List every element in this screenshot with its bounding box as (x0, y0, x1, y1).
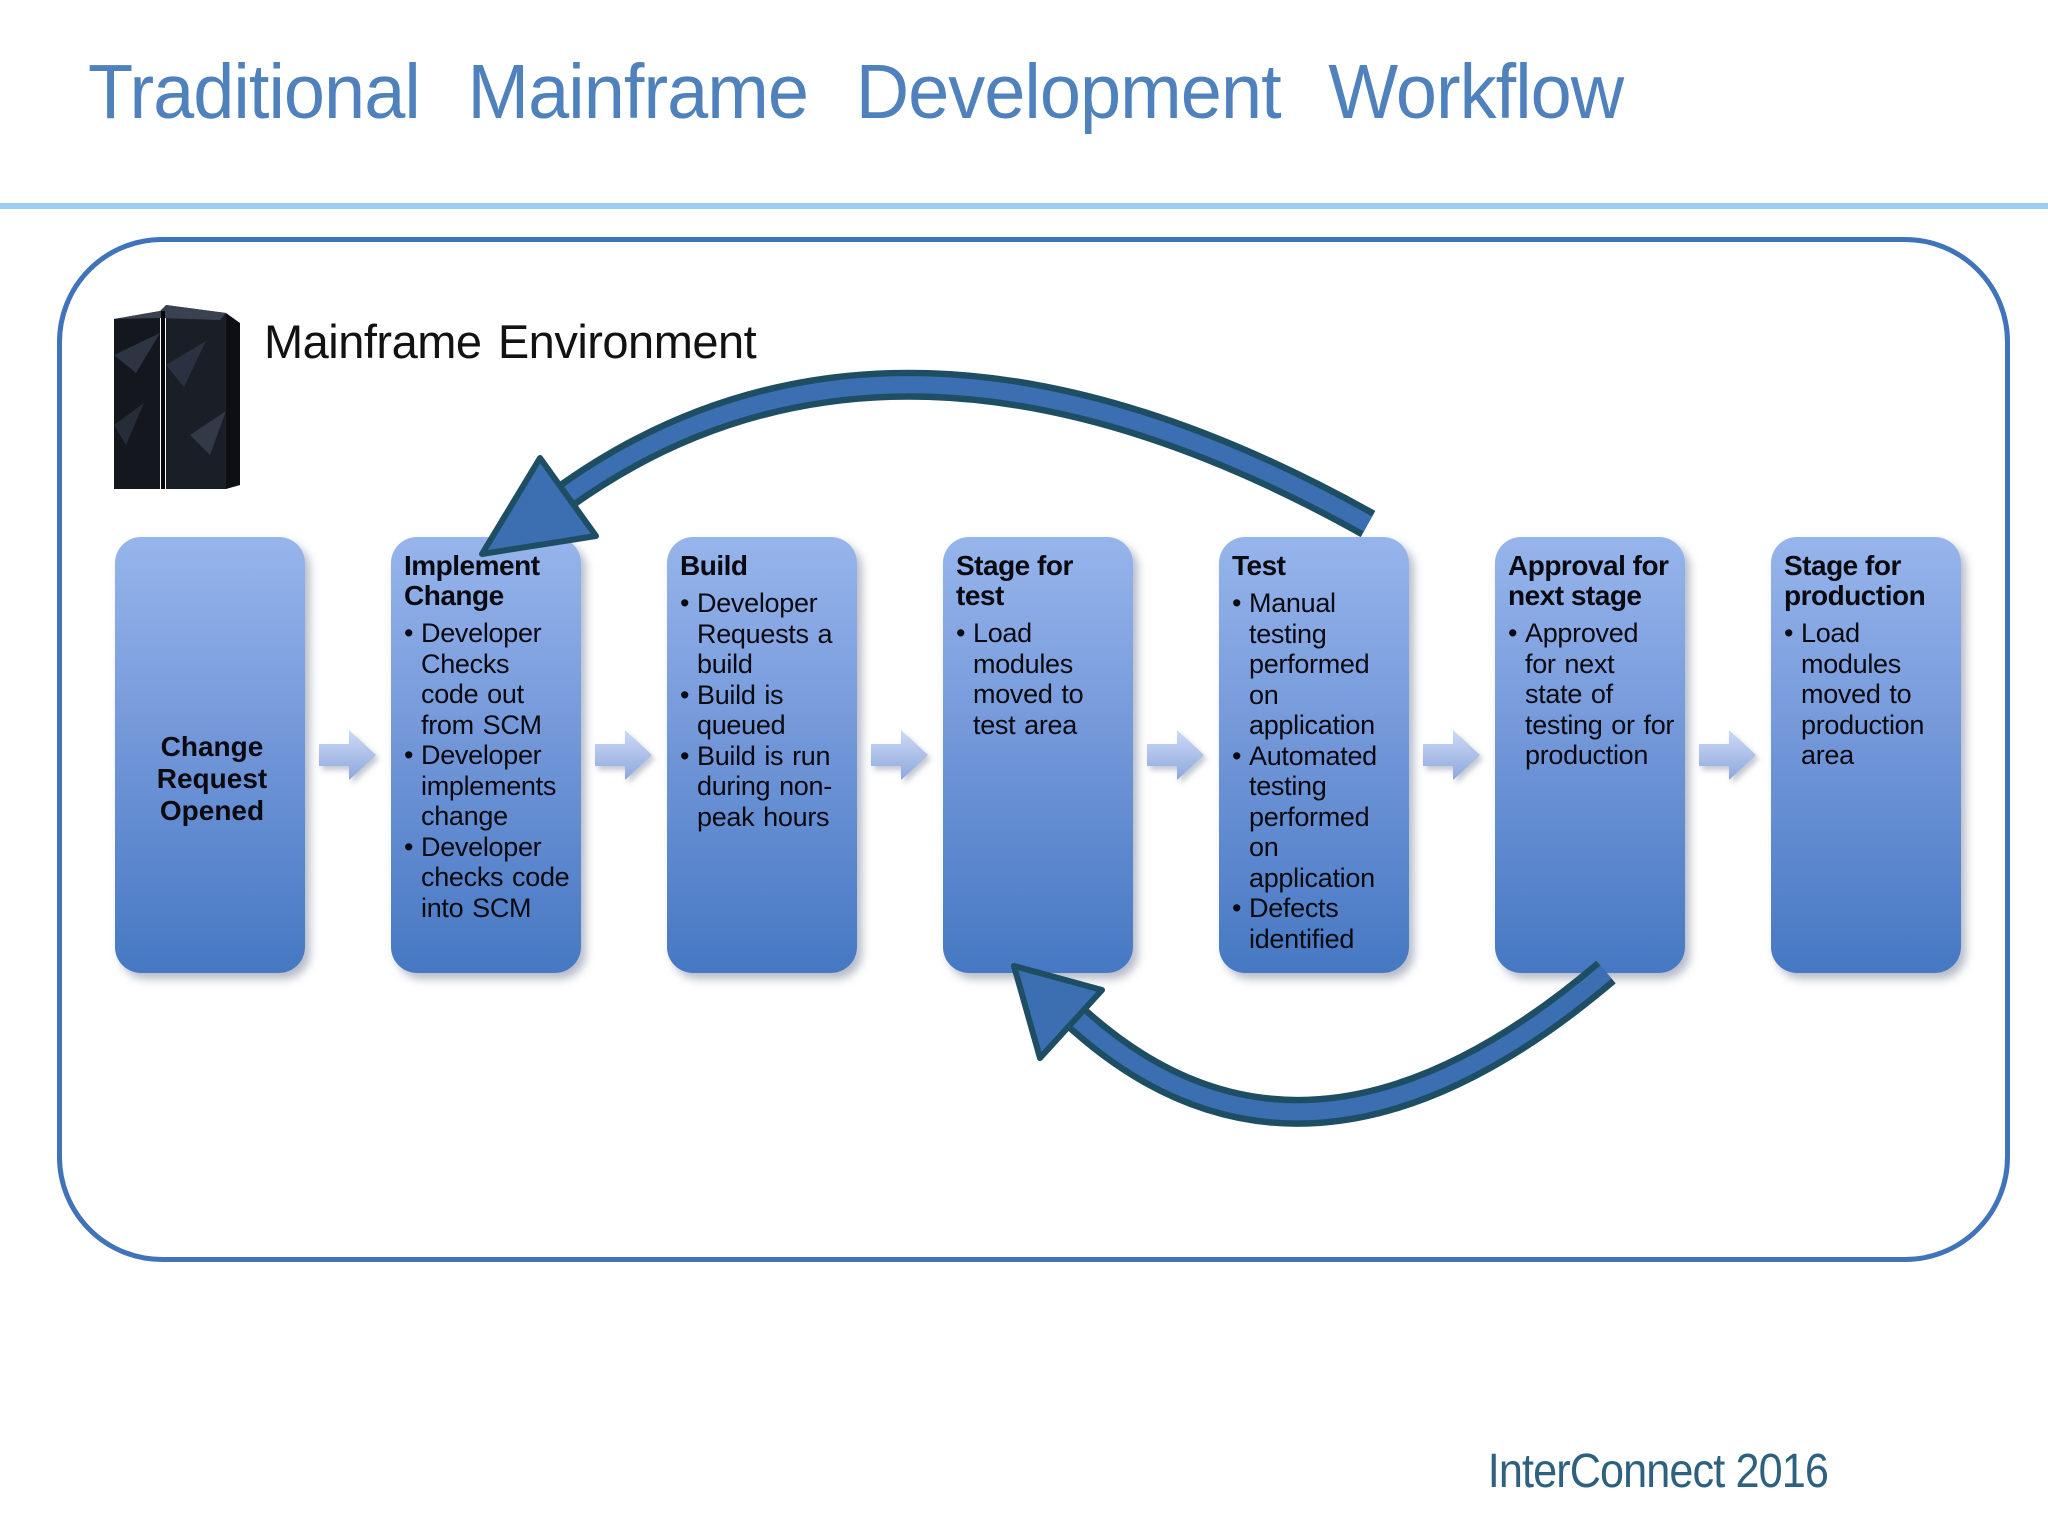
bullet-item: •Manual testing performed on application (1232, 588, 1375, 741)
bullet-dot: • (680, 588, 690, 619)
workflow-box-change-request: Change Request Opened (115, 537, 305, 973)
box-title: Stage for production (1784, 550, 1926, 612)
mainframe-environment-frame (57, 237, 2010, 1262)
workflow-box-implement-change: Implement Change •Developer Checks code … (391, 537, 581, 973)
flow-arrow-icon (319, 730, 376, 780)
workflow-boxes-row: Change Request Opened Implement Change •… (115, 537, 1961, 973)
bullet-dot: • (1232, 893, 1242, 924)
title-divider (0, 203, 2048, 209)
conference-logo-text: InterConnect 2016 (1487, 1445, 1829, 1498)
workflow-box-build: Build •Developer Requests a build •Build… (667, 537, 857, 973)
flow-arrow-icon (1423, 730, 1480, 780)
bullet-dot: • (956, 618, 966, 649)
flow-arrow-icon (1147, 730, 1204, 780)
bullet-item: •Approved for next state of testing or f… (1508, 618, 1675, 771)
bullet-item: •Developer checks code into SCM (404, 831, 570, 923)
box-title: Build (680, 550, 748, 581)
box-title: Stage for test (956, 550, 1073, 612)
bullet-dot: • (680, 679, 690, 710)
bullet-item: •Developer implements change (404, 740, 557, 832)
workflow-box-test: Test •Manual testing performed on applic… (1219, 537, 1409, 973)
box-title: Implement Change (404, 550, 540, 612)
flow-arrow-icon (1699, 730, 1756, 780)
workflow-box-stage-for-production: Stage for production •Load modules moved… (1771, 537, 1961, 973)
box-title: Test (1232, 550, 1286, 581)
bullet-item: •Load modules moved to test area (956, 618, 1084, 740)
bullet-item: •Automated testing performed on applicat… (1232, 740, 1377, 893)
bullet-item: •Load modules moved to production area (1784, 618, 1925, 771)
bullet-dot: • (1232, 588, 1242, 619)
bullet-item: •Developer Checks code out from SCM (404, 618, 542, 740)
bullet-dot: • (404, 740, 414, 771)
workflow-box-stage-for-test: Stage for test •Load modules moved to te… (943, 537, 1133, 973)
workflow-box-approval: Approval for next stage •Approved for ne… (1495, 537, 1685, 973)
bullet-dot: • (404, 618, 414, 649)
flow-arrow-icon (595, 730, 652, 780)
bullet-dot: • (1508, 618, 1518, 649)
box-title: Change Request Opened (156, 730, 268, 827)
bullet-dot: • (404, 831, 414, 862)
mainframe-server-icon (114, 305, 240, 489)
box-title: Approval for next stage (1508, 550, 1669, 612)
bullet-item: •Developer Requests a build (680, 588, 833, 680)
page-title: Traditional Mainframe Development Workfl… (88, 49, 1624, 135)
bullet-item: •Build is run during non-peak hours (680, 740, 832, 832)
bullet-item: •Defects identified (1232, 893, 1355, 954)
environment-label: Mainframe Environment (264, 315, 757, 368)
bullet-dot: • (1232, 740, 1242, 771)
bullet-dot: • (1784, 618, 1794, 649)
bullet-item: •Build is queued (680, 679, 786, 741)
bullet-dot: • (680, 740, 690, 771)
flow-arrow-icon (871, 730, 928, 780)
